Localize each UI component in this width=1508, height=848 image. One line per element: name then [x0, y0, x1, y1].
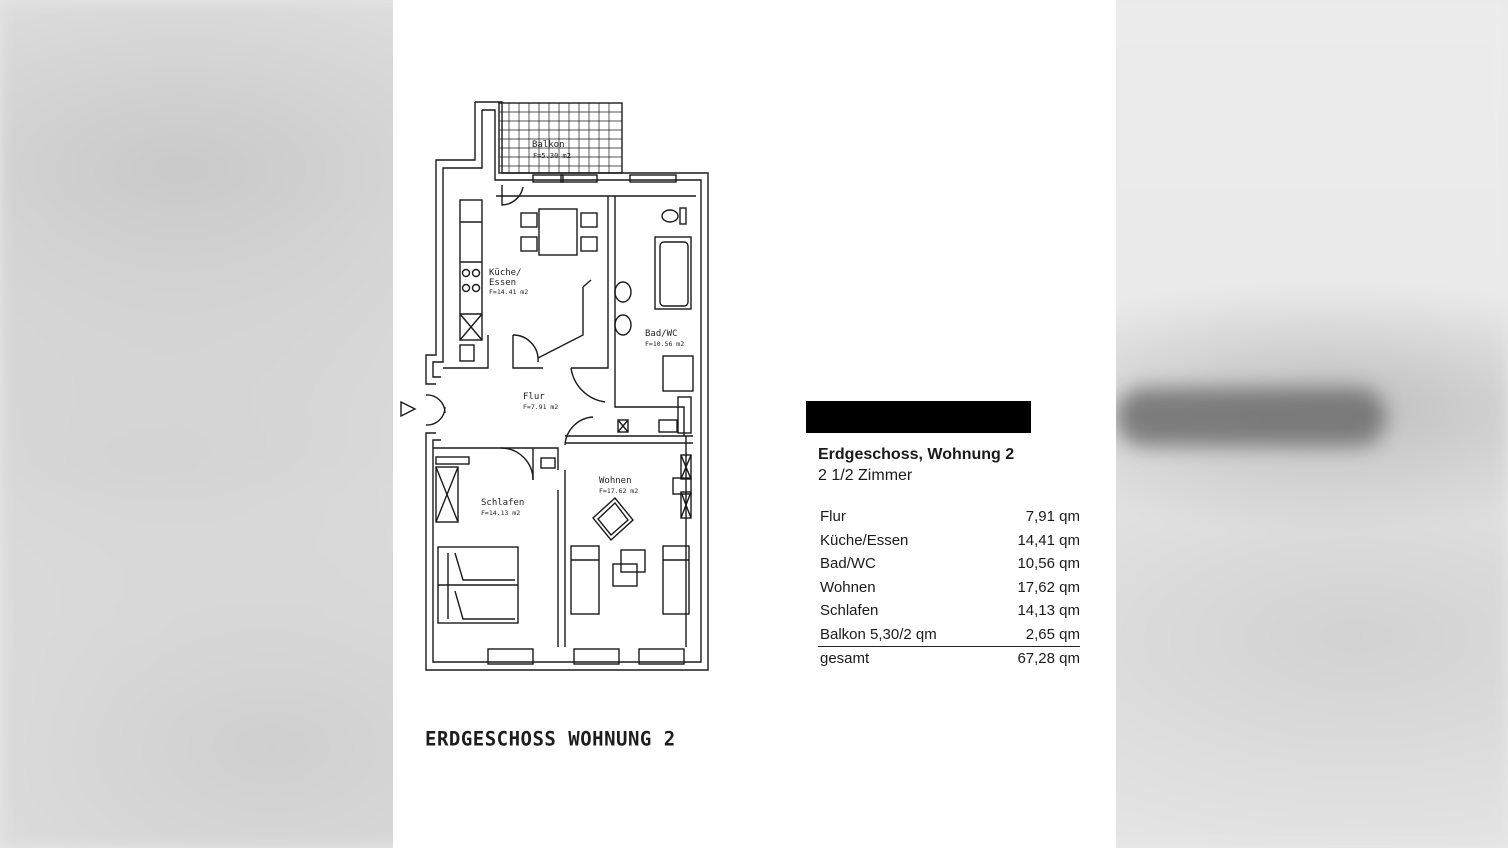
total-label: gesamt — [820, 650, 870, 668]
row-value: 14,41 qm — [1017, 531, 1080, 549]
room-label-essen: Essen — [489, 278, 516, 288]
info-heading: Erdgeschoss, Wohnung 2 — [818, 446, 1015, 463]
redacted-box — [806, 401, 1031, 433]
wall-kitchen-bath — [571, 196, 609, 369]
floor-plan-drawing: Balkon F=5.30 m2 Küche/ Essen F=14.41 m2… — [400, 101, 709, 671]
table-row: Wohnen 17,62 qm — [818, 576, 1080, 600]
room-label-flur: Flur — [523, 392, 545, 402]
room-area-wohnen: F=17.62 m2 — [599, 487, 638, 495]
row-value: 7,91 qm — [1025, 508, 1080, 526]
entry-arrow — [400, 400, 417, 418]
inner-wall-outline-left — [432, 110, 483, 378]
outer-wall-left — [425, 102, 476, 385]
table-row: Bad/WC 10,56 qm — [818, 552, 1080, 576]
total-value: 67,28 qm — [1017, 650, 1080, 668]
blurred-bar — [1116, 388, 1386, 446]
total-row: gesamt 67,28 qm — [818, 647, 1080, 671]
table-row: Schlafen 14,13 qm — [818, 599, 1080, 623]
row-label: Balkon 5,30/2 qm — [818, 622, 988, 647]
room-label-bad: Bad/WC — [645, 329, 678, 339]
row-value: 10,56 qm — [1017, 555, 1080, 573]
row-value: 2,65 qm — [987, 622, 1080, 647]
row-label: Schlafen — [820, 602, 879, 620]
inner-wall-outline — [432, 109, 702, 663]
room-area-flur: F=7.91 m2 — [523, 403, 558, 411]
room-area-balkon: F=5.30 m2 — [533, 152, 571, 160]
balcony-outline — [498, 102, 623, 174]
table-row: Flur 7,91 qm — [818, 505, 1080, 529]
row-value: 17,62 qm — [1017, 578, 1080, 596]
room-label-kueche: Küche/ — [489, 268, 522, 278]
floor-plan-sheet: Balkon F=5.30 m2 Küche/ Essen F=14.41 m2… — [393, 0, 1116, 848]
row-label: Flur — [820, 508, 846, 526]
room-label-schlafen: Schlafen — [481, 498, 524, 508]
room-label-wohnen: Wohnen — [599, 476, 632, 486]
table-row: Balkon 5,30/2 qm 2,65 qm — [818, 622, 1080, 647]
room-area-bad: F=10.56 m2 — [645, 340, 684, 348]
row-value: 14,13 qm — [1017, 602, 1080, 620]
table-row: Küche/Essen 14,41 qm — [818, 529, 1080, 553]
plan-title: ERDGESCHOSS WOHNUNG 2 — [425, 727, 676, 751]
room-area-kueche: F=14.41 m2 — [489, 288, 528, 296]
row-label: Wohnen — [820, 578, 876, 596]
outer-wall — [425, 101, 709, 671]
apartment-info: Erdgeschoss, Wohnung 2 2 1/2 Zimmer Flur… — [818, 445, 1080, 671]
row-label: Küche/Essen — [820, 531, 909, 549]
info-subheading: 2 1/2 Zimmer — [818, 467, 913, 484]
row-label: Bad/WC — [820, 555, 876, 573]
room-label-balkon: Balkon — [532, 140, 565, 150]
room-area-schlafen: F=14.13 m2 — [481, 509, 520, 517]
area-table: Flur 7,91 qm Küche/Essen 14,41 qm Bad/WC… — [818, 505, 1080, 671]
